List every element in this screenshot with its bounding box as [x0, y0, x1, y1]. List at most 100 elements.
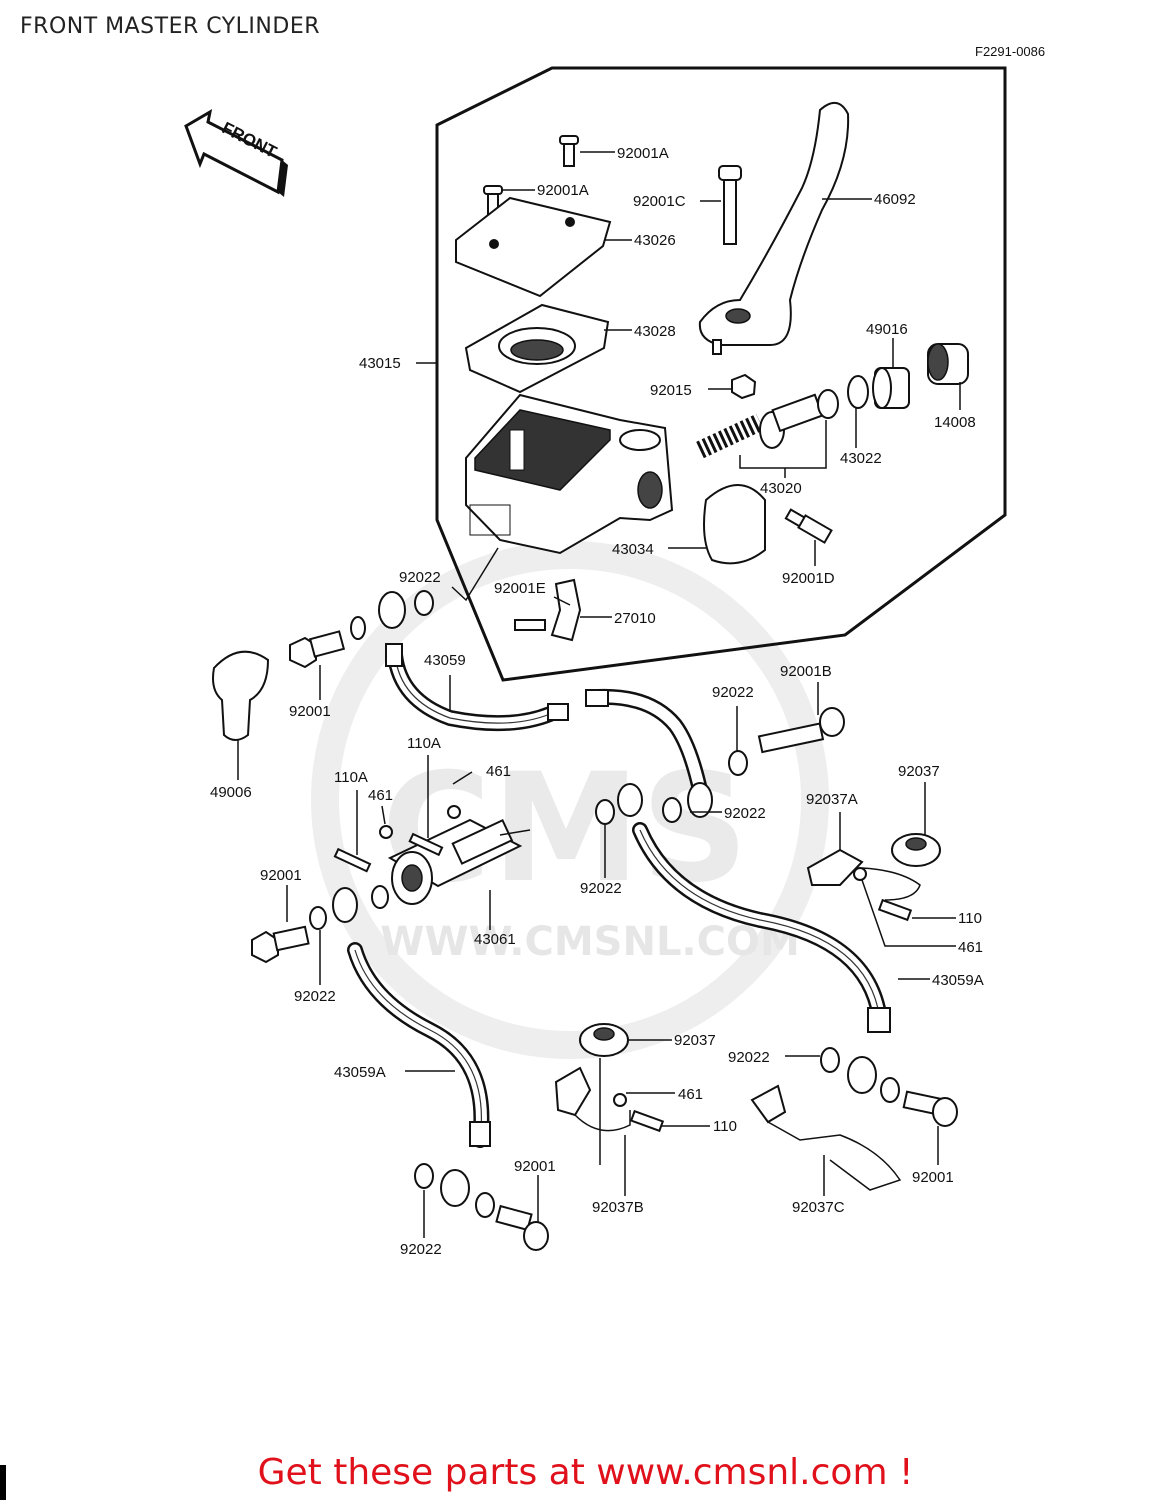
reservoir-cap-icon — [455, 196, 612, 298]
label-43015: 43015 — [359, 355, 401, 372]
label-92001e: 92001E — [494, 580, 546, 597]
bolt-110a-right-icon — [408, 805, 461, 857]
hose-43059a-right-icon — [632, 822, 891, 1094]
corner-mark — [0, 1465, 6, 1500]
label-92037-upper: 92037 — [898, 763, 940, 780]
washer-bottom-mid-icon — [475, 1192, 495, 1218]
banjo-fitting-mid-icon — [617, 783, 643, 817]
label-92001d: 92001D — [782, 570, 835, 587]
washer-92022-c-icon — [662, 797, 682, 823]
hose-43059a-left-icon — [347, 942, 491, 1207]
master-cylinder-body-icon — [465, 393, 674, 555]
bolt-92001d-icon — [784, 508, 833, 544]
banjo-fitting-lower-left-icon — [332, 887, 358, 923]
label-92001b: 92001B — [780, 663, 832, 680]
label-110a-left: 110A — [334, 769, 368, 786]
part-labels: 92001A 92001A 92001C 46092 43026 43028 4… — [210, 145, 984, 1258]
label-43020: 43020 — [760, 480, 802, 497]
switch-14008-icon — [927, 343, 969, 385]
page-title: FRONT MASTER CYLINDER — [20, 14, 321, 39]
label-43059a-right: 43059A — [932, 972, 984, 989]
label-92022-f: 92022 — [728, 1049, 770, 1066]
label-92022-d: 92022 — [580, 880, 622, 897]
boot-49016-icon — [872, 367, 910, 409]
label-92001-upper: 92001 — [289, 703, 331, 720]
clamp-92037a-icon — [806, 848, 921, 901]
label-92022-b: 92022 — [712, 684, 754, 701]
washer-lower-left-icon — [309, 906, 327, 930]
label-43028: 43028 — [634, 323, 676, 340]
label-92022-e: 92022 — [294, 988, 336, 1005]
washer-bottom-left-icon — [414, 1163, 434, 1189]
footer-parts-link[interactable]: Get these parts at www.cmsnl.com ! — [257, 1452, 914, 1493]
label-461-left: 461 — [368, 787, 393, 804]
washer-43022-icon — [847, 375, 869, 409]
washer-92022-upper-icon — [414, 590, 434, 616]
banjo-bolt-92001b-icon — [757, 707, 845, 754]
hose-43059-icon — [385, 643, 569, 732]
junction-43061-icon — [387, 818, 531, 905]
diaphragm-plate-icon — [464, 303, 610, 394]
label-461-right: 461 — [486, 763, 511, 780]
label-110a-right: 110A — [407, 735, 441, 752]
label-92001c: 92001C — [633, 193, 686, 210]
label-49016: 49016 — [866, 321, 908, 338]
hose-upper-right-icon — [585, 688, 713, 818]
label-49006: 49006 — [210, 784, 252, 801]
label-43022: 43022 — [840, 450, 882, 467]
pivot-bolt-icon — [718, 165, 742, 245]
label-461-upper: 461 — [958, 939, 983, 956]
label-92001-mid: 92001 — [260, 867, 302, 884]
label-92001-right: 92001 — [912, 1169, 954, 1186]
bolt-110-upper-icon — [853, 867, 913, 922]
label-92022-top: 92022 — [399, 569, 441, 586]
watermark-url: WWW.CMSNL.COM — [380, 919, 800, 965]
washer-lower-left2-icon — [371, 885, 389, 909]
washer-right-lower-icon — [820, 1047, 840, 1073]
label-92015: 92015 — [650, 382, 692, 399]
label-92037a: 92037A — [806, 791, 858, 808]
label-92037b: 92037B — [592, 1199, 644, 1216]
label-92037c: 92037C — [792, 1199, 845, 1216]
clamp-92037c-icon — [750, 1084, 902, 1191]
assembly-outline — [435, 66, 1007, 682]
front-arrow-icon: FRONT — [184, 109, 288, 197]
label-92001a-left: 92001A — [537, 182, 589, 199]
washer-92022-b-icon — [728, 750, 748, 776]
washer-junction-icon — [595, 799, 615, 825]
label-43026: 43026 — [634, 232, 676, 249]
label-92022-c: 92022 — [724, 805, 766, 822]
clamp-92037b-icon — [554, 1066, 631, 1132]
label-43061: 43061 — [474, 931, 516, 948]
label-110-lower: 110 — [713, 1118, 737, 1135]
banjo-bolt-right-lower-icon — [902, 1090, 958, 1127]
label-110-upper: 110 — [958, 910, 982, 927]
banjo-bolt-lower-left-icon — [251, 925, 310, 964]
label-461-lower: 461 — [678, 1086, 703, 1103]
label-43034: 43034 — [612, 541, 654, 558]
label-43059a-left: 43059A — [334, 1064, 386, 1081]
banjo-fitting-upper-icon — [378, 591, 406, 629]
label-27010: 27010 — [614, 610, 656, 627]
banjo-bolt-bottom-icon — [495, 1204, 549, 1251]
holder-43034-icon — [703, 484, 766, 565]
grommet-92037-upper-icon — [891, 833, 941, 867]
bolt-110-lower-icon — [613, 1093, 665, 1133]
banjo-bolt-upper-icon — [289, 630, 346, 669]
label-92001a-top: 92001A — [617, 145, 669, 162]
washer-upper-icon — [350, 616, 366, 640]
diagram-code: F2291-0086 — [975, 44, 1046, 59]
cap-49006-icon — [212, 650, 270, 741]
screw-92001a-top-icon — [559, 135, 579, 167]
switch-27010-icon — [514, 578, 582, 642]
label-92001-bottom: 92001 — [514, 1158, 556, 1175]
label-43059: 43059 — [424, 652, 466, 669]
label-92037-lower: 92037 — [674, 1032, 716, 1049]
label-14008: 14008 — [934, 414, 976, 431]
brake-lever-icon — [698, 102, 850, 355]
piston-assembly-icon — [696, 389, 839, 459]
leader-lines — [237, 151, 961, 1238]
grommet-92037-lower-icon — [579, 1023, 629, 1057]
washer-right-lower2-icon — [880, 1077, 900, 1103]
